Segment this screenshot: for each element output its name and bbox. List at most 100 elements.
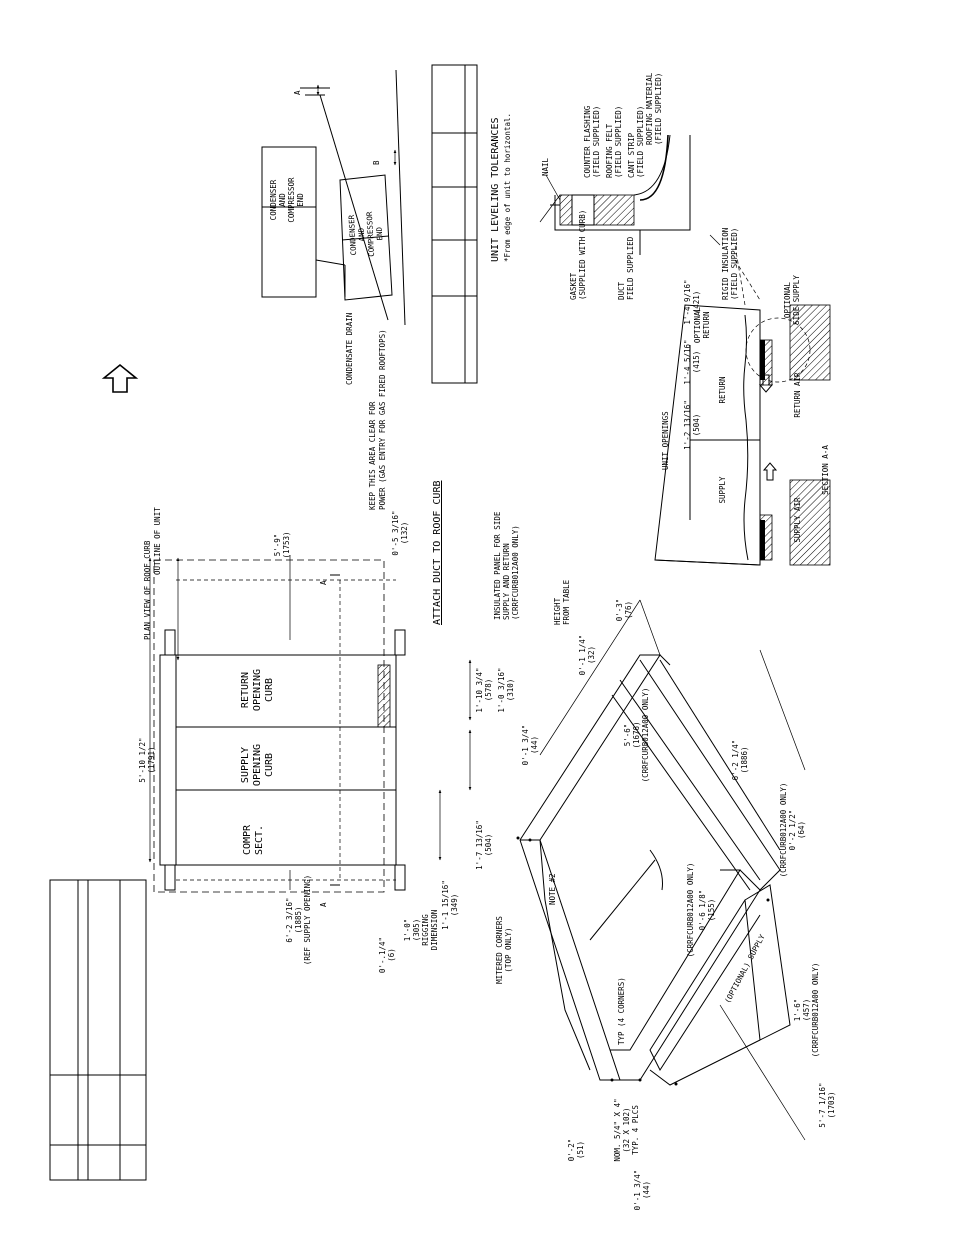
dim-1-0b: 1'-0" (305) RIGGING DIMENSION bbox=[403, 910, 439, 951]
svg-text:0'-2": 0'-2" bbox=[567, 1139, 576, 1162]
iso-dim-1-6: 1'-6" (457) (CRRFCURB012A00 ONLY) bbox=[793, 963, 820, 1058]
section-supply-label: SUPPLY bbox=[718, 476, 727, 504]
condensate-drain-label: CONDENSATE DRAIN bbox=[345, 313, 354, 385]
section-a-a: UNIT OPENINGS SUPPLY RETURN OPTIONAL RET… bbox=[654, 244, 831, 566]
svg-text:OPTIONAL: OPTIONAL bbox=[693, 306, 702, 343]
iso-dim-0-2-1-2: 0'-2 1/2" (64) (CRRFCURB012A00 ONLY) bbox=[779, 783, 806, 878]
svg-text:(421): (421) bbox=[692, 291, 701, 314]
svg-text:RETURN: RETURN bbox=[240, 672, 251, 708]
svg-text:1'-6": 1'-6" bbox=[793, 999, 802, 1022]
optional-return-label: OPTIONAL RETURN bbox=[693, 306, 711, 343]
dim-5-9: 5'-9" (1753) bbox=[273, 531, 291, 558]
svg-text:(64): (64) bbox=[797, 821, 806, 839]
attach-duct-label: ATTACH DUCT TO ROOF CURB bbox=[432, 481, 443, 626]
svg-text:TYP. 4 PLCS: TYP. 4 PLCS bbox=[631, 1105, 640, 1155]
svg-text:0'-2 1/2": 0'-2 1/2" bbox=[788, 810, 797, 851]
iso-dim-0-1-1-4: 0'-1 1/4" (32) bbox=[578, 635, 596, 676]
svg-text:5'-9": 5'-9" bbox=[273, 534, 282, 557]
svg-text:COMPRESSOR: COMPRESSOR bbox=[287, 177, 296, 223]
flex-supply-label: (OPTIONAL) SUPPLY bbox=[723, 932, 767, 1004]
svg-text:(FIELD SUPPLIED): (FIELD SUPPLIED) bbox=[592, 106, 601, 178]
return-opening-label: RETURN OPENING CURB bbox=[240, 669, 275, 711]
iso-dim-0-1-3-4b: 0'-1 3/4" (44) bbox=[633, 1170, 651, 1211]
section-title: SECTION A-A bbox=[821, 445, 830, 495]
iso-dim-0-3: 0'-3" (76) bbox=[615, 599, 633, 622]
svg-text:1'-7 13/16": 1'-7 13/16" bbox=[475, 820, 484, 870]
svg-text:0'-.1/4": 0'-.1/4" bbox=[378, 937, 387, 973]
svg-text:(504): (504) bbox=[484, 834, 493, 857]
svg-text:OPENING: OPENING bbox=[252, 669, 263, 711]
svg-text:AND: AND bbox=[278, 193, 287, 207]
svg-text:1'-0 3/16": 1'-0 3/16" bbox=[497, 667, 506, 712]
counter-flashing-label: COUNTER FLASHING (FIELD SUPPLIED) bbox=[583, 105, 601, 178]
svg-text:COMPRESSOR: COMPRESSOR bbox=[365, 211, 376, 257]
gasket-label: GASKET (SUPPLIED WITH CURB) bbox=[569, 210, 587, 300]
svg-text:(1886): (1886) bbox=[740, 746, 749, 773]
svg-text:END: END bbox=[296, 193, 305, 207]
svg-text:1'-10 3/4": 1'-10 3/4" bbox=[475, 667, 484, 712]
svg-text:KEEP THIS AREA CLEAR FOR: KEEP THIS AREA CLEAR FOR bbox=[368, 401, 377, 510]
mitered-label: MITERED CORNERS (TOP ONLY) bbox=[495, 916, 513, 984]
section-return-label: RETURN bbox=[718, 376, 727, 403]
svg-text:1'-0": 1'-0" bbox=[403, 919, 412, 942]
svg-text:CANT STRIP: CANT STRIP bbox=[627, 132, 636, 178]
insulated-panel-label: INSULATED PANEL FOR SIDE SUPPLY AND RETU… bbox=[493, 511, 520, 620]
duct-label: DUCT FIELD SUPPLIED bbox=[617, 236, 635, 300]
svg-text:(FIELD SUPPLIED): (FIELD SUPPLIED) bbox=[614, 106, 623, 178]
svg-text:COMPR: COMPR bbox=[242, 824, 253, 855]
svg-text:(6): (6) bbox=[387, 948, 396, 962]
svg-text:5'-7 1/16": 5'-7 1/16" bbox=[818, 1082, 827, 1127]
dim-0-5: 0'-5 3/16" (132) bbox=[391, 510, 409, 555]
flashing-detail: NAIL COUNTER FLASHING (FIELD SUPPLIED) R… bbox=[539, 72, 761, 301]
svg-text:RETURN: RETURN bbox=[702, 311, 711, 338]
svg-text:(76): (76) bbox=[624, 601, 633, 619]
roofing-material-label: ROOFING MATERIAL (FIELD SUPPLIED) bbox=[645, 72, 663, 145]
svg-text:(1791): (1791) bbox=[147, 746, 156, 773]
svg-text:(32): (32) bbox=[587, 646, 596, 664]
svg-text:5'-10 1/2": 5'-10 1/2" bbox=[138, 737, 147, 782]
svg-text:1'-4 9/16": 1'-4 9/16" bbox=[683, 279, 692, 324]
svg-text:(1703): (1703) bbox=[827, 1091, 836, 1118]
plan-view: A A COMPR SECT. SUPPLY OPENING CURB RETU… bbox=[138, 329, 515, 973]
svg-text:ROOFING FELT: ROOFING FELT bbox=[605, 123, 614, 178]
condenser-label-1: CONDENSER AND COMPRESSOR END bbox=[269, 177, 305, 223]
svg-text:(457): (457) bbox=[802, 999, 811, 1022]
left-table bbox=[49, 879, 147, 1181]
tolerances-title: UNIT LEVELING TOLERANCES bbox=[490, 118, 501, 263]
svg-text:(SUPPLIED WITH CURB): (SUPPLIED WITH CURB) bbox=[578, 210, 587, 300]
svg-text:MITERED CORNERS: MITERED CORNERS bbox=[495, 916, 504, 984]
svg-text:(44): (44) bbox=[642, 1181, 651, 1199]
roofing-felt-label: ROOFING FELT (FIELD SUPPLIED) bbox=[605, 106, 623, 178]
svg-text:(415): (415) bbox=[692, 351, 701, 374]
svg-text:0'-5 3/16": 0'-5 3/16" bbox=[391, 510, 400, 555]
svg-text:RIGGING: RIGGING bbox=[421, 914, 430, 946]
leveling-tolerances: A B CONDENSER AND COMPRESSOR END CONDENS… bbox=[261, 69, 512, 385]
svg-text:(CRRFCURB012A00 ONLY): (CRRFCURB012A00 ONLY) bbox=[686, 863, 695, 958]
svg-text:CONDENSER: CONDENSER bbox=[347, 214, 358, 256]
iso-dim-0-1-3-4: 0'-1 3/4" (44) bbox=[521, 725, 539, 766]
svg-text:(CRRFCURB012A00 ONLY): (CRRFCURB012A00 ONLY) bbox=[511, 525, 520, 620]
svg-text:1'-4 5/16": 1'-4 5/16" bbox=[683, 339, 692, 384]
section-marker-top: A bbox=[319, 580, 328, 585]
iso-dim-6-2-1-4: 6'-2 1/4" (1886) bbox=[731, 740, 749, 781]
svg-text:(155): (155) bbox=[707, 899, 716, 922]
dim-6-2: 6'-2 3/16" (1885) (REF SUPPLY OPENING) bbox=[285, 875, 312, 965]
svg-text:(504): (504) bbox=[692, 414, 701, 437]
iso-dim-0-2: 0'-2" (51) bbox=[567, 1139, 585, 1162]
svg-text:(1753): (1753) bbox=[282, 531, 291, 558]
iso-dim-5-7: 5'-7 1/16" (1703) bbox=[818, 1082, 836, 1127]
svg-text:(1885): (1885) bbox=[294, 906, 303, 933]
svg-text:1'-1 15/16": 1'-1 15/16" bbox=[441, 880, 450, 930]
svg-text:COUNTER FLASHING: COUNTER FLASHING bbox=[583, 105, 592, 178]
keep-clear-note: KEEP THIS AREA CLEAR FOR POWER (GAS ENTR… bbox=[368, 329, 387, 510]
note2-label: NOTE #2 bbox=[548, 873, 557, 905]
svg-text:(44): (44) bbox=[530, 736, 539, 754]
section-dim-b: 1'-4 5/16" (415) bbox=[683, 339, 701, 384]
svg-text:ROOFING MATERIAL: ROOFING MATERIAL bbox=[645, 72, 654, 145]
svg-text:CURB: CURB bbox=[264, 753, 275, 777]
isometric-curb: (OPTIONAL) SUPPLY MITERED CORNERS (TOP O… bbox=[493, 511, 836, 1210]
unit-openings-label: UNIT OPENINGS bbox=[661, 411, 670, 470]
orientation-arrow-icon bbox=[101, 363, 139, 393]
outline-label: OUTLINE OF UNIT bbox=[153, 507, 162, 575]
